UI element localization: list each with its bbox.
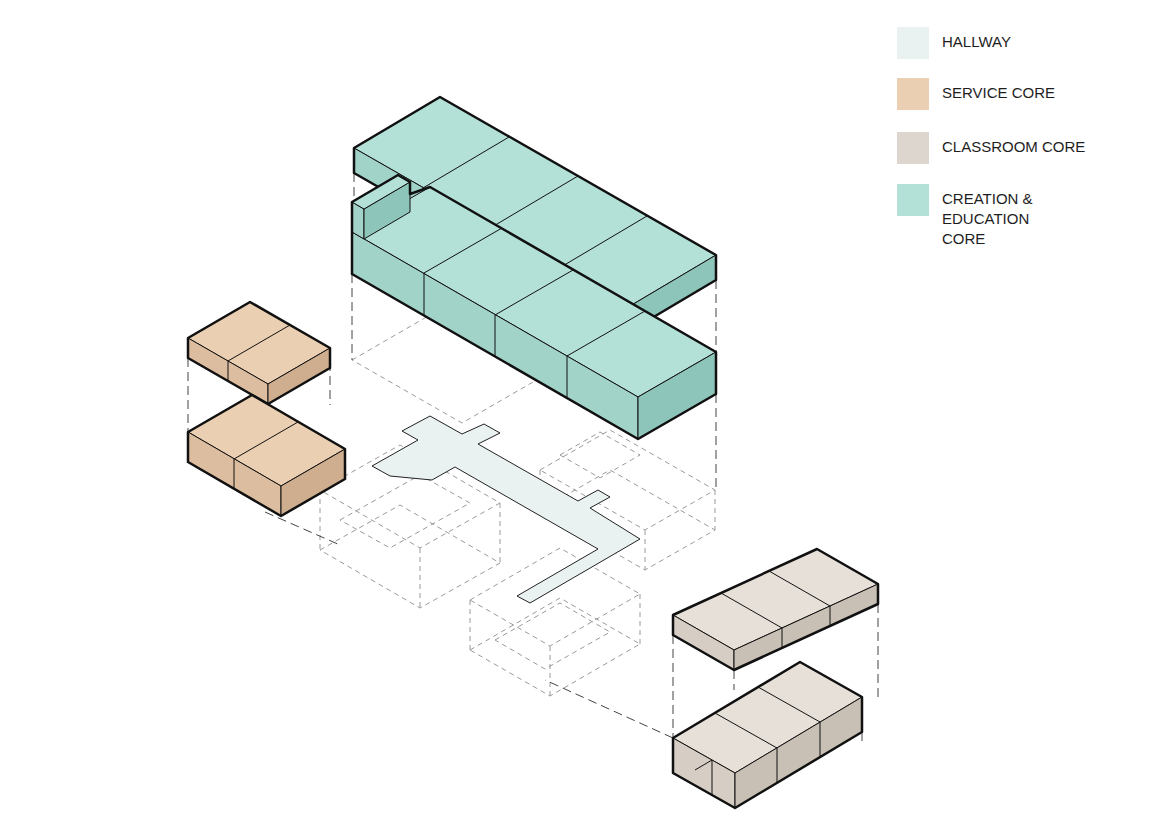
legend-swatch <box>897 78 929 110</box>
legend-label: HALLWAY <box>942 32 1142 52</box>
legend-swatch <box>897 27 929 59</box>
legend-label: CLASSROOM CORE <box>942 137 1142 157</box>
legend-swatch <box>897 184 929 216</box>
legend-swatch <box>897 132 929 164</box>
hallway-slab <box>372 416 640 603</box>
legend-label: SERVICE CORE <box>942 83 1142 103</box>
creation-core-lower <box>352 175 716 439</box>
classroom-core-upper <box>673 549 878 670</box>
classroom-core-lower <box>673 662 862 808</box>
service-core-upper <box>188 302 330 404</box>
service-core-lower <box>188 395 345 516</box>
legend-label: CREATION & EDUCATION CORE <box>942 189 1054 249</box>
projection-lines <box>188 173 878 745</box>
